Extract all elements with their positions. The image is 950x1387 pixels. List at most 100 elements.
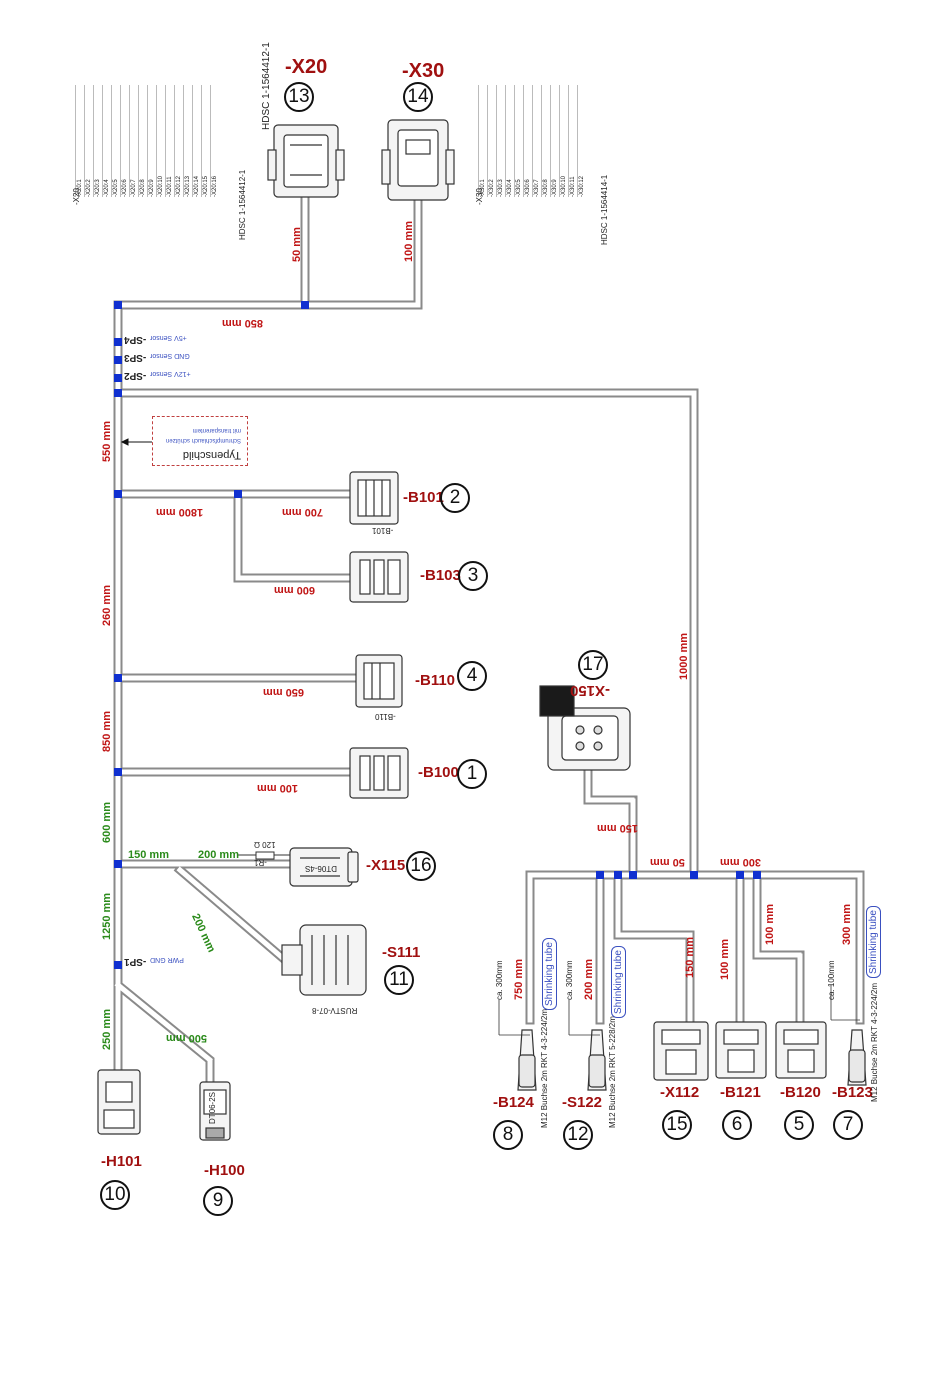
x30-pin-column: -X30:4	[505, 85, 515, 197]
x30-pin-column: -X30:8	[541, 85, 551, 197]
x30-pin-cell: -X30:3	[498, 179, 504, 197]
length-600: 600 mm	[101, 802, 113, 843]
x30-pin-cell: -X30:7	[534, 179, 540, 197]
b103-label: -B103	[420, 567, 461, 584]
x20-pin-column: -X20:1	[75, 85, 85, 197]
x20-pin-cell: -X20:5	[113, 179, 119, 197]
s122-connector-body	[587, 1029, 607, 1091]
b110-label: -B110	[415, 672, 456, 689]
x20-table-footer: HDSC 1-1564412-1	[238, 169, 247, 240]
junction-markers	[114, 301, 761, 969]
sp4-desc: +5V Sensor	[150, 334, 187, 341]
typeplate-box: Typenschild Schrumpfschlauch schützen mi…	[152, 416, 248, 466]
length-b120: 100 mm	[764, 904, 776, 945]
sp3-label: -SP3	[124, 352, 147, 363]
b123-index-circle: 7	[833, 1110, 863, 1140]
length-top: 850 mm	[222, 317, 263, 329]
length-b101-branch: 700 mm	[282, 506, 323, 518]
x20-pin-column: -X20:9	[147, 85, 157, 197]
s122-index-circle: 12	[563, 1120, 593, 1150]
s111-label: -S111	[382, 944, 421, 961]
sp2-desc: +12V Sensor	[150, 370, 191, 377]
x20-pin-cell: -X20:16	[212, 175, 218, 197]
x20-pin-cell: -X20:11	[167, 176, 173, 197]
x30-label: -X30	[402, 60, 445, 82]
b124-label: -B124	[493, 1094, 534, 1111]
length-x115-b: 200 mm	[198, 849, 239, 861]
length-x112: 150 mm	[684, 937, 696, 978]
length-b110: 650 mm	[263, 686, 304, 698]
x115-part-text: DT06-4S	[305, 864, 338, 873]
s111-connector-body	[281, 924, 367, 996]
harness-bundles	[113, 190, 865, 1100]
s122-part-text: M12 Buchse 2m RKT 5-228/2m	[608, 1016, 617, 1128]
b123-part-text: M12 Buchse 2m RKT 4-3-224/2m	[870, 982, 879, 1102]
x20-pin-cell: -X20:14	[194, 175, 200, 197]
x30-pin-column: -X30:9	[550, 85, 560, 197]
x20-pin-column: -X20:5	[111, 85, 121, 197]
shrinking-tube-b124: Shrinking tube	[542, 938, 557, 1010]
b101-part-text: -B101	[372, 526, 394, 535]
x30-pin-cell: -X30:12	[579, 175, 585, 197]
x30-pin-cell: -X30:11	[570, 176, 576, 197]
sp2-label: -SP2	[124, 370, 147, 381]
x20-pin-cell: -X20:10	[158, 175, 164, 197]
b121-label: -B121	[720, 1084, 761, 1101]
junction-bottom-right	[690, 871, 698, 879]
shrinking-tube-b123: Shrinking tube	[866, 906, 881, 978]
x115-label: -X115	[366, 857, 406, 874]
s111-index-circle: 11	[384, 965, 414, 995]
length-bottom-300: 300 mm	[720, 856, 761, 868]
b123-connector-body	[847, 1029, 867, 1086]
sp1-label: -SP1	[124, 956, 147, 967]
resistor-label: -R1	[254, 858, 267, 867]
x20-pin-cell: -X20:4	[104, 179, 110, 197]
s111-part-text: RUSTV-07-8	[312, 1006, 358, 1015]
x20-pin-cell: -X20:3	[95, 179, 101, 197]
junction-b110	[114, 674, 122, 682]
x30-table-footer: HDSC 1-1564414-1	[600, 174, 609, 245]
x30-pin-column: -X30:12	[577, 85, 587, 197]
x30-pin-column: -X30:2	[487, 85, 497, 197]
x20-pin-cell: -X20:13	[185, 175, 191, 197]
length-b101-trunk: 1800 mm	[156, 506, 204, 518]
x30-index-circle: 14	[403, 82, 433, 112]
junction-b100	[114, 768, 122, 776]
b101-connector-body	[349, 471, 399, 525]
junction-x150	[629, 871, 637, 879]
junction-sp4	[114, 338, 122, 346]
length-bottom-50: 50 mm	[650, 856, 685, 868]
dimension-marks	[498, 985, 860, 1036]
junction-x115	[114, 860, 122, 868]
b120-index-circle: 5	[784, 1110, 814, 1140]
resistor-value: 120 Ω	[254, 840, 276, 849]
b101-label: -B101	[403, 489, 444, 506]
resistor-r1	[238, 851, 290, 860]
x20-connector-body	[267, 124, 345, 198]
b101-index-circle: 2	[440, 483, 470, 513]
b123-label: -B123	[832, 1084, 873, 1101]
x20-pin-column: -X20:12	[174, 85, 184, 197]
x30-pin-column: -X30:7	[532, 85, 542, 197]
x30-pin-cell: -X30:6	[525, 179, 531, 197]
x20-pin-column: -X20:15	[201, 85, 211, 197]
x30-pin-table: -X30:1-X30:2-X30:3-X30:4-X30:5-X30:6-X30…	[478, 85, 608, 200]
length-b100: 100 mm	[257, 782, 298, 794]
length-b124: 750 mm	[513, 959, 525, 1000]
b103-index-circle: 3	[458, 561, 488, 591]
shrinking-tube-s122: Shrinking tube	[611, 946, 626, 1018]
junction-right-branch	[114, 389, 122, 397]
x115-index-circle: 16	[406, 851, 436, 881]
x30-pin-cell: -X30:2	[489, 179, 495, 197]
b124-connector-body	[517, 1029, 537, 1091]
length-right-1000: 1000 mm	[678, 632, 690, 680]
b103-connector-body	[349, 551, 409, 603]
junction-sp1	[114, 961, 122, 969]
b120-connector-body	[775, 1021, 827, 1079]
x20-pin-column: -X20:16	[210, 85, 220, 197]
x150-connector-body	[539, 685, 631, 771]
length-b123: 300 mm	[841, 904, 853, 945]
sp1-desc: PWR GND	[150, 956, 184, 963]
length-x150: 150 mm	[597, 822, 638, 834]
x30-pin-column: -X30:11	[568, 85, 578, 197]
